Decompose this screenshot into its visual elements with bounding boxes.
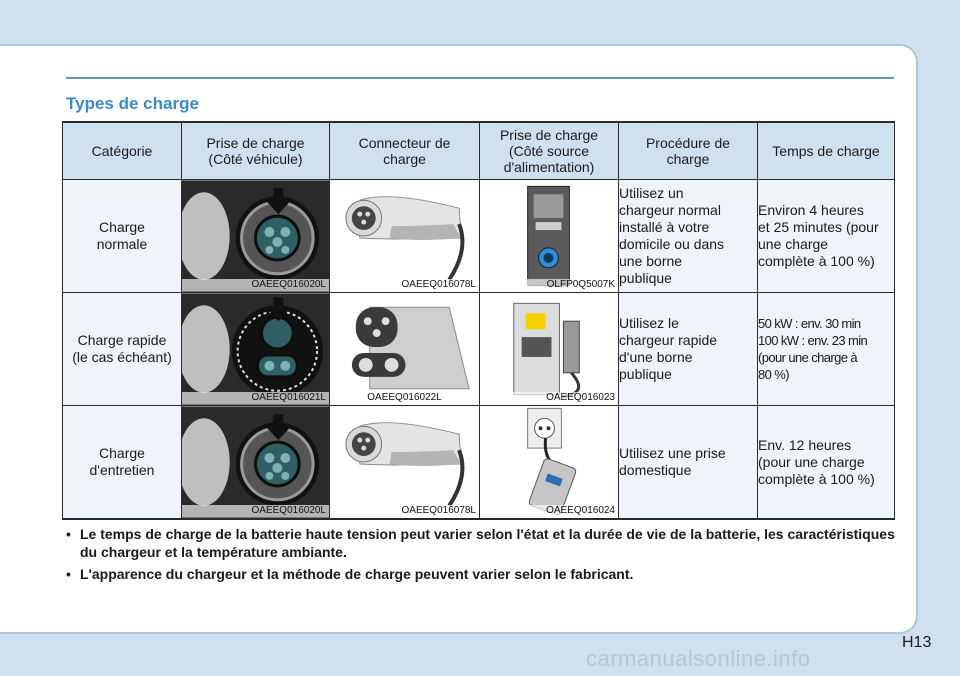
- notes-list: Le temps de charge de la batterie haute …: [66, 525, 896, 587]
- vehicle-inlet-image: OAEEQ016020L: [181, 179, 330, 293]
- table-row: Charge d'entretien OAEEQ016020L: [62, 405, 895, 520]
- source-outlet-image: OAEEQ016023: [479, 292, 619, 406]
- charge-port-ac-icon: [182, 406, 329, 518]
- charging-station-icon: [480, 180, 618, 292]
- header-rule: [66, 77, 894, 79]
- time-cell: 50 kW : env. 30 min 100 kW : env. 23 min…: [757, 292, 895, 406]
- procedure-cell: Utilisez un chargeur normal installé à v…: [618, 179, 758, 293]
- time-cell: Env. 12 heures (pour une charge complète…: [757, 405, 895, 520]
- ac-connector-icon: [330, 180, 479, 292]
- header-procedure: Procédure de charge: [618, 121, 758, 180]
- procedure-cell: Utilisez une prise domestique: [618, 405, 758, 520]
- header-connector: Connecteur de charge: [329, 121, 480, 180]
- category-cell: Charge rapide (le cas échéant): [62, 292, 182, 406]
- watermark-text: carmanualsonline.info: [586, 646, 811, 671]
- image-code: OAEEQ016022L: [330, 392, 479, 404]
- header-source-outlet: Prise de charge (Côté source d'alimentat…: [479, 121, 619, 180]
- charge-port-ac-icon: [182, 180, 329, 292]
- dc-combo-connector-icon: [330, 293, 479, 405]
- page-number: H13: [902, 634, 932, 651]
- source-outlet-image: OLFP0Q5007K: [479, 179, 619, 293]
- table-row: Charge rapide (le cas échéant) OAEEQ0160…: [62, 292, 895, 406]
- time-cell: Environ 4 heures et 25 minutes (pour une…: [757, 179, 895, 293]
- connector-image: OAEEQ016022L: [329, 292, 480, 406]
- vehicle-inlet-image: OAEEQ016021L: [181, 292, 330, 406]
- section-title: Types de charge: [66, 94, 199, 113]
- category-cell: Charge d'entretien: [62, 405, 182, 520]
- charge-port-combo-icon: [182, 293, 329, 405]
- table-row: Charge normale OAEEQ016020L: [62, 179, 895, 293]
- image-code: OAEEQ016024: [480, 505, 618, 517]
- procedure-cell: Utilisez le chargeur rapide d'une borne …: [618, 292, 758, 406]
- ac-connector-icon: [330, 406, 479, 518]
- vehicle-inlet-image: OAEEQ016020L: [181, 405, 330, 520]
- header-vehicle-inlet: Prise de charge (Côté véhicule): [181, 121, 330, 180]
- image-code: OLFP0Q5007K: [480, 279, 618, 291]
- header-category: Catégorie: [62, 121, 182, 180]
- household-outlet-icon: [480, 406, 618, 518]
- image-code: OAEEQ016078L: [330, 279, 479, 291]
- connector-image: OAEEQ016078L: [329, 179, 480, 293]
- table-header-row: Catégorie Prise de charge (Côté véhicule…: [62, 121, 895, 180]
- header-time: Temps de charge: [757, 121, 895, 180]
- note-item: L'apparence du chargeur et la méthode de…: [66, 565, 896, 583]
- image-code: OAEEQ016078L: [330, 505, 479, 517]
- source-outlet-image: OAEEQ016024: [479, 405, 619, 520]
- image-code: OAEEQ016020L: [182, 279, 329, 291]
- note-item: Le temps de charge de la batterie haute …: [66, 525, 896, 561]
- charge-types-table: Catégorie Prise de charge (Côté véhicule…: [62, 121, 895, 520]
- category-cell: Charge normale: [62, 179, 182, 293]
- image-code: OAEEQ016021L: [182, 392, 329, 404]
- fast-charging-station-icon: [480, 293, 618, 405]
- image-code: OAEEQ016023: [480, 392, 618, 404]
- connector-image: OAEEQ016078L: [329, 405, 480, 520]
- image-code: OAEEQ016020L: [182, 505, 329, 517]
